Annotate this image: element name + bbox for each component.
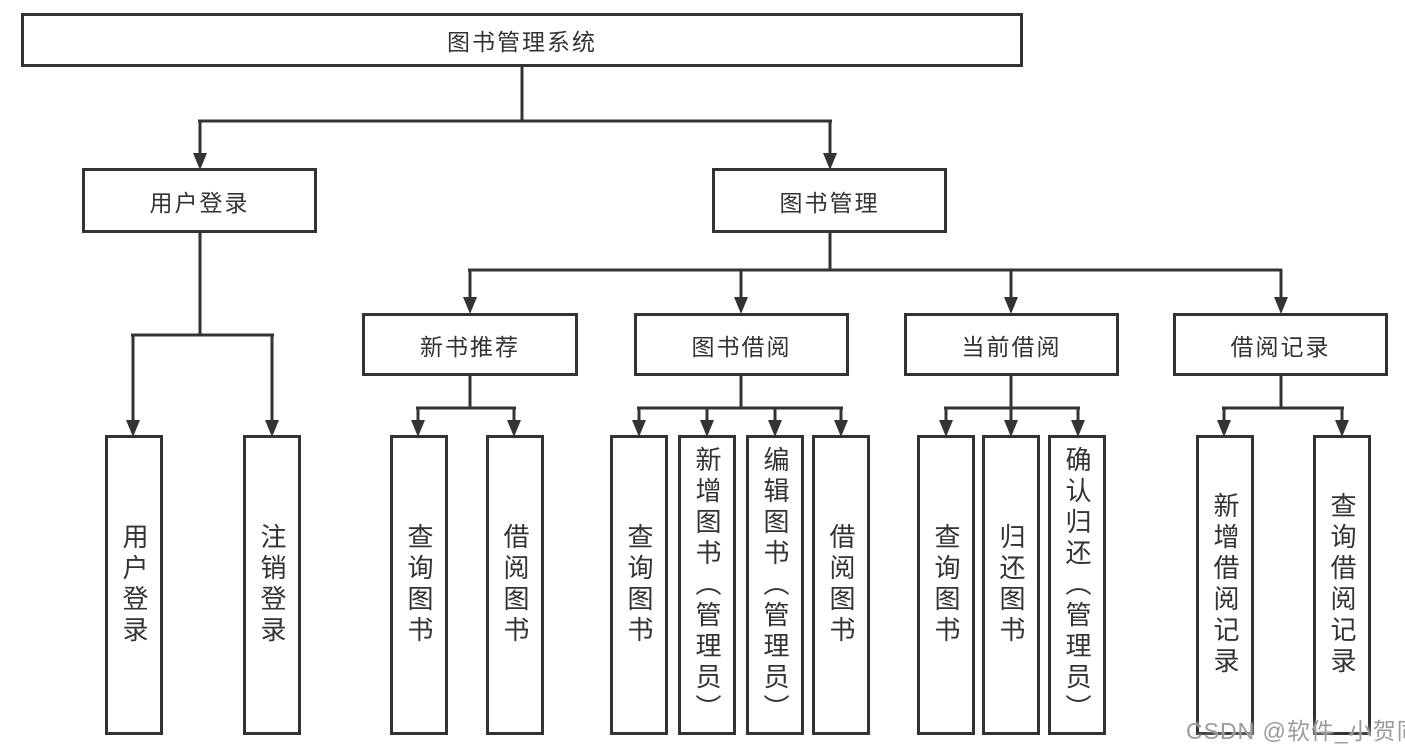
leaf-recommend-borrow-book-label: 借阅图书 [500, 523, 530, 647]
leaf-query-borrow-record: 查询借阅记录 [1313, 435, 1371, 735]
leaf-borrow-query-book-label: 查询图书 [624, 523, 654, 647]
leaf-logout: 注销登录 [243, 435, 301, 735]
leaf-confirm-return-admin: 确认归还（管理员） [1048, 435, 1106, 735]
leaf-return-book-label: 归还图书 [996, 523, 1026, 647]
leaf-add-book-admin: 新增图书（管理员） [678, 435, 736, 735]
node-root-label: 图书管理系统 [447, 29, 597, 55]
leaf-borrow-book: 借阅图书 [812, 435, 870, 735]
leaf-recommend-query-book-label: 查询图书 [404, 523, 434, 647]
node-book-borrow: 图书借阅 [634, 313, 849, 376]
node-borrow-records: 借阅记录 [1173, 313, 1388, 376]
leaf-confirm-return-admin-label: 确认归还（管理员） [1062, 445, 1092, 725]
node-borrow-records-label: 借阅记录 [1230, 333, 1331, 360]
watermark: CSDN @软件_小贺同学 [1186, 718, 1405, 744]
leaf-query-borrow-record-label: 查询借阅记录 [1327, 492, 1357, 678]
leaf-add-borrow-record-label: 新增借阅记录 [1210, 492, 1240, 678]
leaf-edit-book-admin: 编辑图书（管理员） [746, 435, 804, 735]
leaf-current-query-book-label: 查询图书 [931, 523, 961, 647]
node-book-management-label: 图书管理 [779, 189, 880, 216]
leaf-edit-book-admin-label: 编辑图书（管理员） [760, 445, 790, 725]
node-current-borrow-label: 当前借阅 [961, 333, 1062, 360]
leaf-borrow-query-book: 查询图书 [610, 435, 668, 735]
leaf-current-query-book: 查询图书 [917, 435, 975, 735]
leaf-add-borrow-record: 新增借阅记录 [1196, 435, 1254, 735]
leaf-recommend-query-book: 查询图书 [390, 435, 448, 735]
leaf-return-book: 归还图书 [982, 435, 1040, 735]
leaf-logout-label: 注销登录 [257, 523, 287, 647]
leaf-add-book-admin-label: 新增图书（管理员） [692, 445, 722, 725]
leaf-user-login: 用户登录 [105, 435, 163, 735]
node-new-book-recommend: 新书推荐 [362, 313, 578, 376]
node-user-login-label: 用户登录 [149, 189, 250, 216]
leaf-borrow-book-label: 借阅图书 [826, 523, 856, 647]
node-user-login: 用户登录 [82, 168, 317, 233]
node-current-borrow: 当前借阅 [904, 313, 1119, 376]
node-new-book-recommend-label: 新书推荐 [420, 333, 520, 360]
leaf-recommend-borrow-book: 借阅图书 [486, 435, 544, 735]
node-book-borrow-label: 图书借阅 [691, 333, 792, 360]
node-root: 图书管理系统 [21, 13, 1023, 67]
node-book-management: 图书管理 [712, 168, 947, 233]
leaf-user-login-label: 用户登录 [119, 523, 149, 647]
